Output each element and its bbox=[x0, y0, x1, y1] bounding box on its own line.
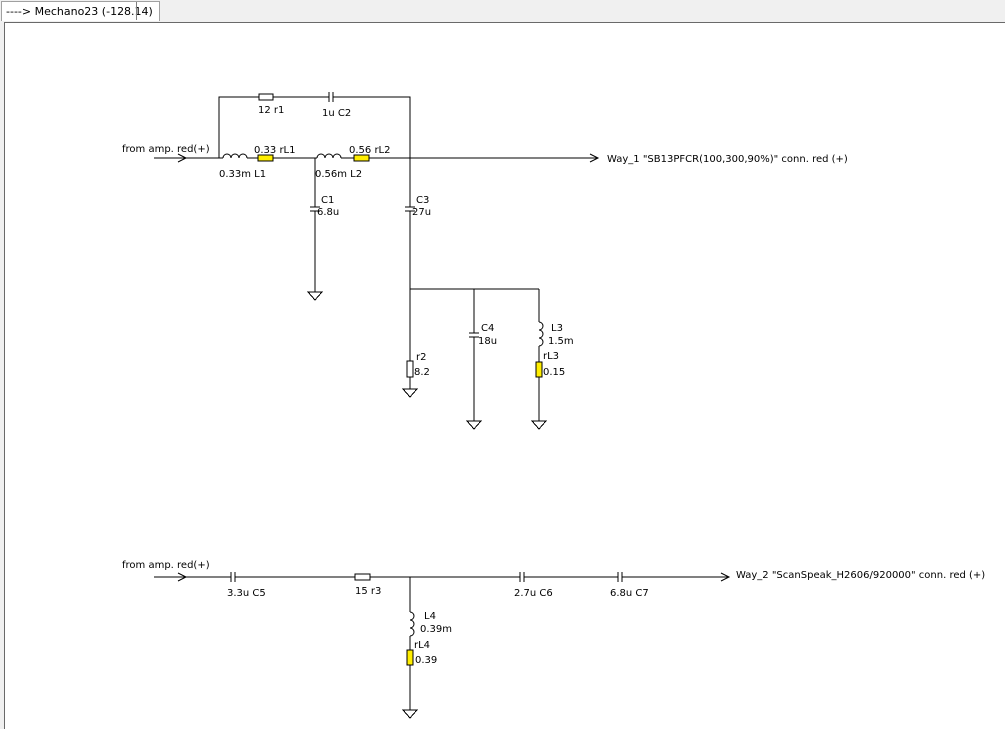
label-rl2: 0.56 rL2 bbox=[349, 145, 391, 156]
label-r1: 12 r1 bbox=[258, 105, 284, 116]
way2-output-label: Way_2 "ScanSpeak_H2606/920000" conn. red… bbox=[736, 570, 985, 581]
ground-icon bbox=[401, 388, 419, 398]
label-l3-name: L3 bbox=[551, 323, 563, 334]
ground-icon bbox=[465, 420, 483, 430]
label-rl4-value: 0.39 bbox=[415, 655, 437, 666]
ground-icon bbox=[306, 291, 324, 301]
ground-icon bbox=[530, 420, 548, 430]
tab-mechano23[interactable]: ----> Mechano23 (-128.14) bbox=[1, 1, 160, 21]
way2-input-label: from amp. red(+) bbox=[122, 560, 210, 571]
resistor-r3[interactable] bbox=[354, 573, 371, 581]
resistor-rl3[interactable] bbox=[535, 361, 543, 378]
capacitor-c6[interactable] bbox=[519, 572, 525, 582]
way1-input-arrow bbox=[154, 153, 188, 163]
label-r3: 15 r3 bbox=[355, 586, 381, 597]
label-c6: 2.7u C6 bbox=[514, 588, 553, 599]
inductor-l2[interactable] bbox=[316, 153, 342, 159]
way1-output-label: Way_1 "SB13PFCR(100,300,90%)" conn. red … bbox=[607, 154, 848, 165]
resistor-r1[interactable] bbox=[258, 93, 274, 101]
label-r2-value: 8.2 bbox=[414, 367, 430, 378]
label-c1-value: 6.8u bbox=[317, 207, 339, 218]
way2-output-arrow bbox=[720, 572, 731, 582]
tab-bar: ----> Mechano23 (-128.14) bbox=[0, 0, 1005, 22]
way1-input-label: from amp. red(+) bbox=[122, 144, 210, 155]
label-c4-name: C4 bbox=[481, 323, 494, 334]
capacitor-c3[interactable] bbox=[405, 158, 539, 290]
capacitor-c1[interactable] bbox=[310, 158, 320, 292]
label-l1: 0.33m L1 bbox=[219, 169, 266, 180]
inductor-l4[interactable] bbox=[409, 611, 415, 637]
label-l4-value: 0.39m bbox=[420, 624, 452, 635]
way2-input-arrow bbox=[154, 572, 188, 582]
label-r2-name: r2 bbox=[416, 352, 426, 363]
label-l4-name: L4 bbox=[424, 611, 436, 622]
capacitor-c7[interactable] bbox=[617, 572, 623, 582]
wire bbox=[218, 96, 411, 158]
label-rl4-name: rL4 bbox=[414, 640, 430, 651]
label-c1-name: C1 bbox=[321, 195, 334, 206]
label-c3-name: C3 bbox=[416, 195, 429, 206]
capacitor-c4[interactable] bbox=[469, 289, 479, 421]
way1-network: from amp. red(+) 12 r1 1u C2 0.33 rL1 0.… bbox=[122, 92, 848, 430]
inductor-l1[interactable] bbox=[222, 153, 248, 159]
label-rl1: 0.33 rL1 bbox=[254, 145, 296, 156]
tab-separator bbox=[136, 2, 137, 20]
way2-network: from amp. red(+) 3.3u C5 15 r3 2.7u C6 6… bbox=[122, 560, 985, 719]
schematic-canvas[interactable] bbox=[4, 22, 1005, 729]
way1-output-arrow bbox=[589, 153, 600, 163]
capacitor-c2[interactable] bbox=[328, 92, 334, 102]
ground-icon bbox=[401, 709, 419, 719]
capacitor-c5[interactable] bbox=[230, 572, 236, 582]
inductor-l3[interactable] bbox=[538, 321, 544, 347]
label-c4-value: 18u bbox=[478, 336, 497, 347]
label-l2: 0.56m L2 bbox=[315, 169, 362, 180]
label-l3-value: 1.5m bbox=[548, 336, 574, 347]
label-rl3-name: rL3 bbox=[543, 351, 559, 362]
label-c2: 1u C2 bbox=[322, 108, 351, 119]
resistor-r2[interactable] bbox=[406, 360, 414, 378]
label-c5: 3.3u C5 bbox=[227, 588, 266, 599]
label-rl3-value: 0.15 bbox=[543, 367, 565, 378]
resistor-rl4[interactable] bbox=[406, 649, 414, 666]
label-c7: 6.8u C7 bbox=[610, 588, 649, 599]
label-c3-value: 27u bbox=[412, 207, 431, 218]
